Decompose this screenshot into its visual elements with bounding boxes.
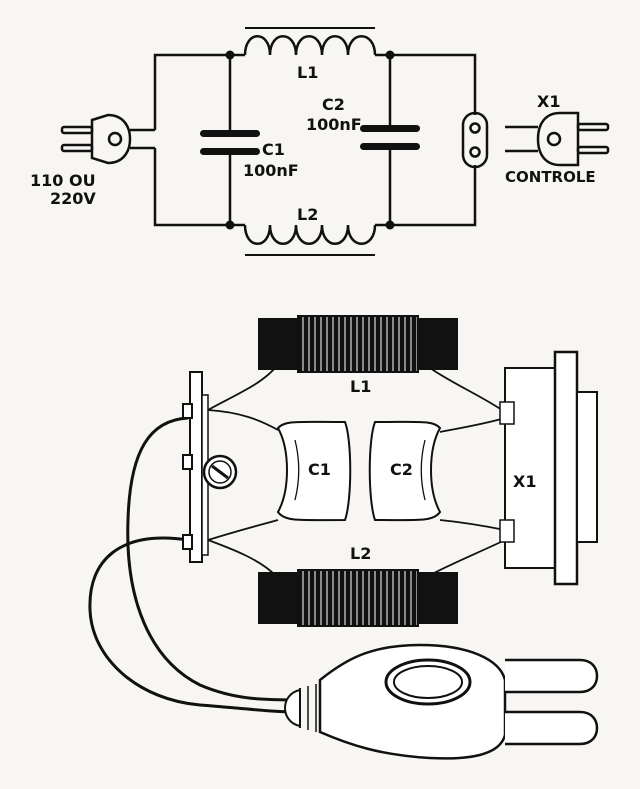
lead-wires <box>207 367 506 576</box>
label-L1: L1 <box>297 63 318 82</box>
inductor-L2-coil <box>258 569 458 627</box>
screw-icon <box>202 454 238 490</box>
inductor-L2-symbol <box>243 224 377 256</box>
schematic <box>60 27 610 256</box>
label-C1-value: 100nF <box>243 161 299 180</box>
capacitor-C2-body <box>368 420 442 522</box>
junction-dots <box>225 50 395 230</box>
power-cord <box>88 416 301 714</box>
label-C2-value: 100nF <box>306 115 362 134</box>
capacitor-C1-body <box>276 420 352 522</box>
label-controle: CONTROLE <box>505 168 596 186</box>
label-X1: X1 <box>537 92 560 111</box>
schematic-wires <box>130 53 477 227</box>
label-voltage-line1: 110 OU <box>30 171 96 190</box>
label-voltage-line2: 220V <box>50 189 96 208</box>
input-plug-symbol <box>60 113 132 165</box>
x1-plug-symbol <box>505 111 610 167</box>
assembly-label-L1: L1 <box>350 377 371 396</box>
outlet-socket-symbol <box>461 111 489 169</box>
inductor-L1-coil <box>258 315 458 373</box>
inductor-L1-symbol <box>243 27 377 56</box>
assembly-label-C1: C1 <box>308 460 331 479</box>
assembly-drawing <box>88 315 599 760</box>
label-L2: L2 <box>297 205 318 224</box>
x1-socket-block <box>499 350 598 586</box>
capacitor-C1-symbol <box>200 130 260 155</box>
assembly-label-L2: L2 <box>350 544 371 563</box>
capacitor-C2-symbol <box>360 125 420 150</box>
power-plug <box>283 643 599 760</box>
label-C1: C1 <box>262 140 285 159</box>
assembly-label-C2: C2 <box>390 460 413 479</box>
assembly-label-X1: X1 <box>513 472 536 491</box>
label-C2: C2 <box>322 95 345 114</box>
